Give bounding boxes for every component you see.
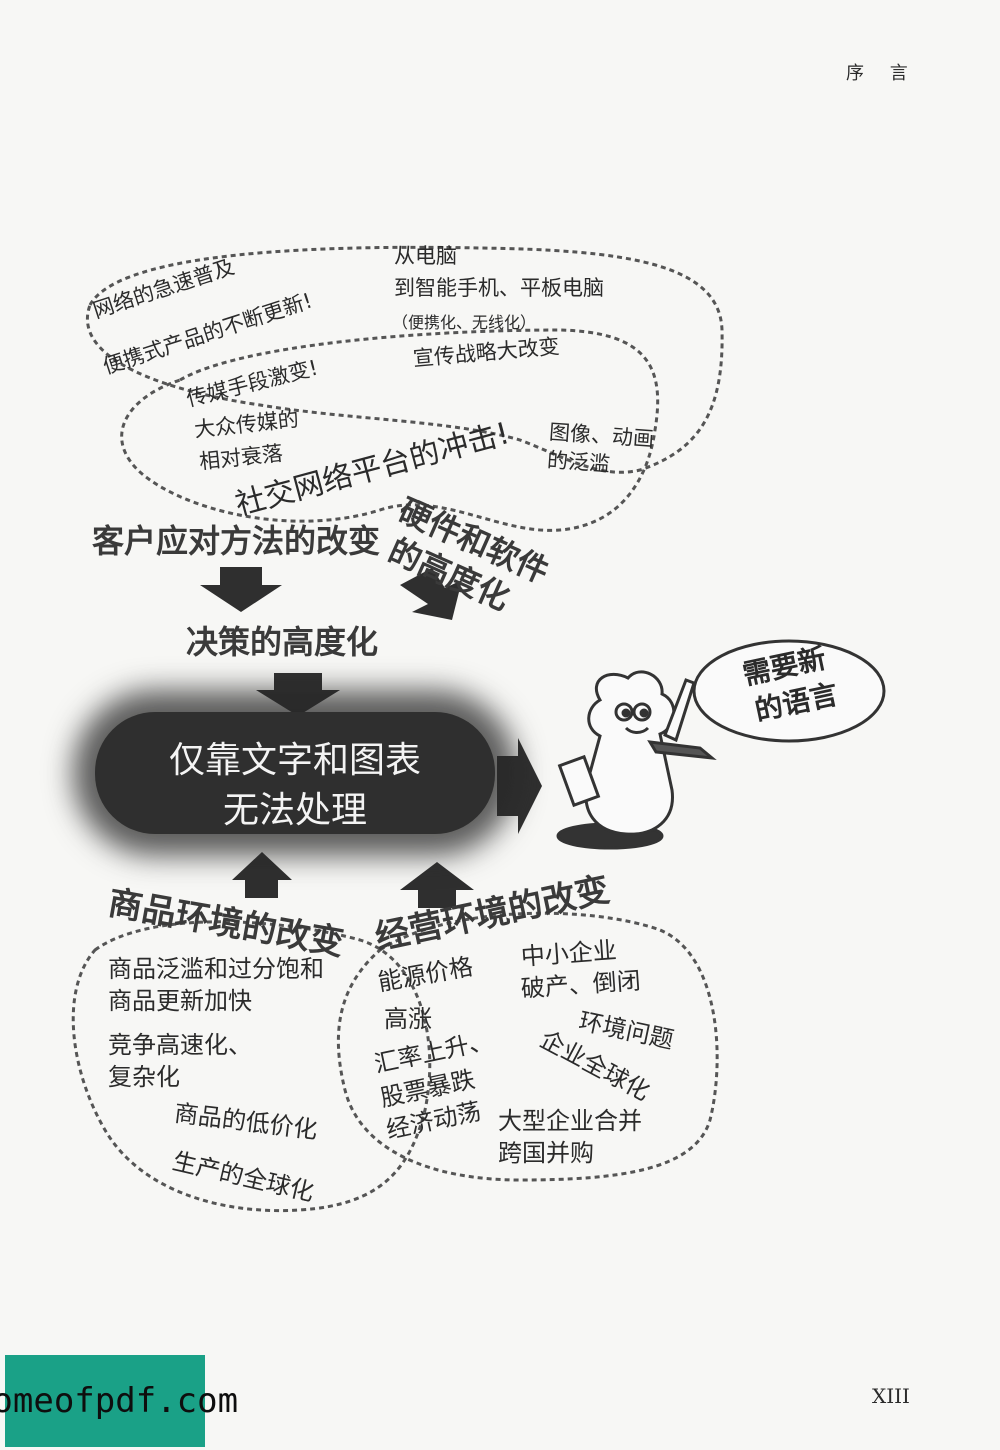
top-inner-bubble [120, 328, 660, 532]
arrow-down-right [400, 568, 462, 620]
pc-line-2: 到智能手机、平板电脑 [394, 276, 604, 300]
speed-line-2: 复杂化 [108, 1063, 180, 1091]
page-number: XIII [872, 1384, 910, 1408]
character-illustration [556, 670, 717, 850]
arrow-up-right [400, 862, 474, 908]
images-line-2: 的泛滥 [546, 448, 611, 477]
core-line-1: 仅靠文字和图表 [168, 740, 421, 781]
arrow-down-left [200, 567, 282, 612]
portable-note: （便携化、无线化） [392, 313, 537, 332]
merger-line-1: 大型企业合并 [498, 1107, 642, 1135]
running-header: 序 言 [846, 63, 918, 84]
arrow-down-center [256, 673, 340, 716]
speed-line-1: 竞争高速化、 [108, 1031, 252, 1059]
energy-line-2: 高涨 [384, 1005, 432, 1033]
top-outer-bubble [86, 245, 724, 474]
bottom-right-bubble [336, 911, 719, 1182]
decision-advance: 决策的高度化 [186, 623, 379, 661]
merger-line-2: 跨国并购 [498, 1139, 594, 1167]
core-line-2: 无法处理 [222, 790, 367, 831]
arrow-right [497, 738, 542, 834]
pc-line-1: 从电脑 [394, 244, 457, 268]
watermark-logo[interactable]: homeofpdf.com [0, 1355, 238, 1447]
glut-line-2: 商品更新加快 [108, 987, 252, 1015]
customer-change: 客户应对方法的改变 [92, 522, 381, 560]
arrow-up-left [232, 852, 292, 898]
core-problem-cloud [95, 712, 495, 834]
speech-bubble [692, 639, 886, 743]
glut-line-1: 商品泛滥和过分饱和 [108, 955, 324, 983]
